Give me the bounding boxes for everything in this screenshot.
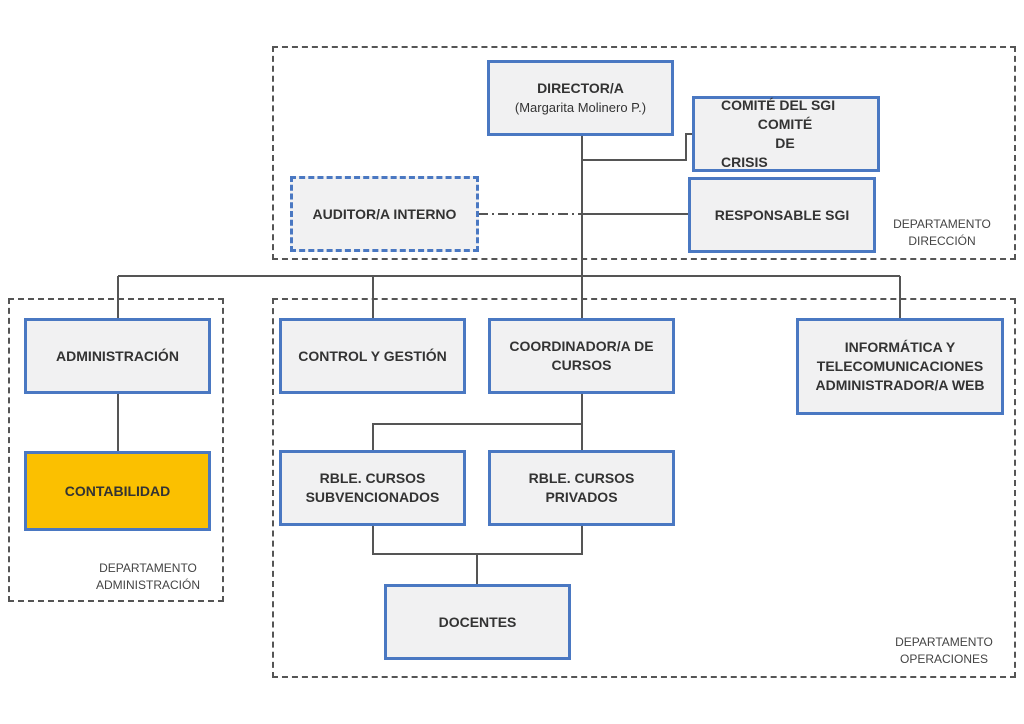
- node-line: SUBVENCIONADOS: [305, 489, 440, 505]
- node-docentes[interactable]: DOCENTES: [384, 584, 571, 660]
- node-line: CRISIS: [721, 154, 768, 170]
- connector-rble-join: [372, 526, 583, 555]
- node-line: COMITÉ DEL SGI: [721, 97, 836, 113]
- node-title: DIRECTOR/A: [537, 80, 624, 96]
- department-label-line1: DEPARTAMENTO: [893, 217, 991, 231]
- department-operaciones-label: DEPARTAMENTO OPERACIONES: [882, 634, 1006, 668]
- node-line: ADMINISTRADOR/A WEB: [815, 377, 985, 393]
- node-rble-privados[interactable]: RBLE. CURSOS PRIVADOS: [488, 450, 675, 526]
- department-direccion-label: DEPARTAMENTO DIRECCIÓN: [880, 216, 1004, 250]
- node-administracion[interactable]: ADMINISTRACIÓN: [24, 318, 211, 394]
- node-line: CURSOS: [551, 357, 612, 373]
- connector-rble-bus: [372, 423, 582, 450]
- node-line: COORDINADOR/A DE: [509, 338, 654, 354]
- node-line-row: COMITÉ DEL SGI: [721, 96, 849, 115]
- node-responsable-sgi[interactable]: RESPONSABLE SGI: [688, 177, 876, 253]
- node-rble-subvencionados[interactable]: RBLE. CURSOS SUBVENCIONADOS: [279, 450, 466, 526]
- department-direccion-frame: [272, 46, 1016, 260]
- department-label-line1: DEPARTAMENTO: [99, 561, 197, 575]
- node-title: AUDITOR/A INTERNO: [312, 205, 457, 222]
- node-line-row: COMITÉ DE: [721, 115, 849, 153]
- node-title: RESPONSABLE SGI: [714, 206, 850, 223]
- node-line: COMITÉ DE: [757, 116, 813, 151]
- node-title: ADMINISTRACIÓN: [56, 347, 179, 364]
- node-title: DOCENTES: [438, 613, 517, 630]
- department-administracion-frame: [8, 298, 224, 602]
- connector-comite: [582, 133, 692, 161]
- node-line: INFORMÁTICA Y: [844, 339, 956, 355]
- node-subtitle: (Margarita Molinero P.): [514, 100, 647, 115]
- node-auditor[interactable]: AUDITOR/A INTERNO: [290, 176, 479, 252]
- node-comite[interactable]: COMITÉ DEL SGI COMITÉ DE CRISIS: [692, 96, 880, 172]
- department-administracion-label: DEPARTAMENTO ADMINISTRACIÓN: [86, 560, 210, 594]
- department-label-line1: DEPARTAMENTO: [895, 635, 993, 649]
- node-title: CONTROL Y GESTIÓN: [298, 347, 447, 364]
- department-label-line2: OPERACIONES: [899, 652, 989, 666]
- department-label-line2: ADMINISTRACIÓN: [95, 578, 200, 592]
- node-line: PRIVADOS: [545, 489, 618, 505]
- node-line: TELECOMUNICACIONES: [816, 358, 984, 374]
- node-informatica[interactable]: INFORMÁTICA Y TELECOMUNICACIONES ADMINIS…: [796, 318, 1004, 415]
- department-label-line2: DIRECCIÓN: [908, 234, 976, 248]
- node-coordinador[interactable]: COORDINADOR/A DE CURSOS: [488, 318, 675, 394]
- node-control-gestion[interactable]: CONTROL Y GESTIÓN: [279, 318, 466, 394]
- department-operaciones-frame: [272, 298, 1016, 678]
- node-title: CONTABILIDAD: [64, 482, 171, 499]
- node-contabilidad[interactable]: CONTABILIDAD: [24, 451, 211, 531]
- node-line: RBLE. CURSOS: [319, 470, 426, 486]
- node-line: RBLE. CURSOS: [528, 470, 635, 486]
- node-director[interactable]: DIRECTOR/A (Margarita Molinero P.): [487, 60, 674, 136]
